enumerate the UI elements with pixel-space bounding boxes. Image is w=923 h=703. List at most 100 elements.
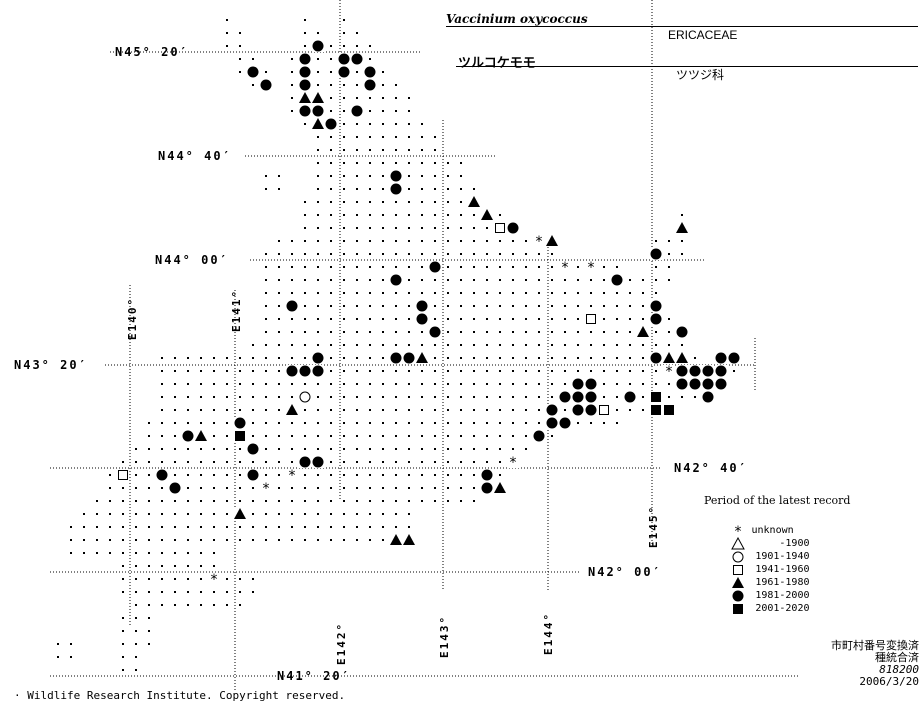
mesh-dot <box>291 97 293 99</box>
mesh-dot <box>135 565 137 567</box>
mesh-dot <box>317 32 319 34</box>
mesh-dot <box>343 214 345 216</box>
mesh-dot <box>135 474 137 476</box>
mesh-dot <box>330 474 332 476</box>
mesh-dot <box>369 227 371 229</box>
mesh-dot <box>434 357 436 359</box>
mesh-dot <box>304 474 306 476</box>
record-1981-2000 <box>676 378 688 390</box>
mesh-dot <box>616 396 618 398</box>
record-1981-2000 <box>351 53 363 65</box>
mesh-dot <box>395 305 397 307</box>
mesh-dot <box>278 513 280 515</box>
mesh-dot <box>616 409 618 411</box>
mesh-dot <box>330 97 332 99</box>
mesh-dot <box>408 279 410 281</box>
mesh-dot <box>421 175 423 177</box>
mesh-dot <box>239 474 241 476</box>
mesh-dot <box>200 591 202 593</box>
mesh-dot <box>408 383 410 385</box>
mesh-dot <box>655 344 657 346</box>
mesh-dot <box>343 227 345 229</box>
mesh-dot <box>330 266 332 268</box>
mesh-dot <box>382 513 384 515</box>
mesh-dot <box>343 97 345 99</box>
mesh-dot <box>408 305 410 307</box>
latitude-label: N43° 20′ <box>14 358 88 372</box>
mesh-dot <box>122 656 124 658</box>
mesh-dot <box>577 357 579 359</box>
legend-item: * unknown <box>728 524 850 537</box>
mesh-dot <box>486 318 488 320</box>
mesh-dot <box>226 357 228 359</box>
mesh-dot <box>408 149 410 151</box>
mesh-dot <box>408 162 410 164</box>
mesh-dot <box>629 344 631 346</box>
mesh-dot <box>343 240 345 242</box>
mesh-dot <box>486 305 488 307</box>
mesh-dot <box>343 539 345 541</box>
mesh-dot <box>109 513 111 515</box>
mesh-dot <box>317 318 319 320</box>
mesh-dot <box>343 136 345 138</box>
mesh-dot <box>486 344 488 346</box>
mesh-dot <box>551 396 553 398</box>
mesh-dot <box>434 409 436 411</box>
mesh-dot <box>616 266 618 268</box>
mesh-dot <box>434 344 436 346</box>
mesh-dot <box>278 292 280 294</box>
mesh-dot <box>356 318 358 320</box>
mesh-dot <box>356 435 358 437</box>
mesh-dot <box>252 461 254 463</box>
mesh-dot <box>408 175 410 177</box>
mesh-dot <box>369 253 371 255</box>
mesh-dot <box>343 201 345 203</box>
mesh-dot <box>408 461 410 463</box>
mesh-dot <box>382 201 384 203</box>
mesh-dot <box>252 383 254 385</box>
mesh-dot <box>265 188 267 190</box>
mesh-dot <box>109 526 111 528</box>
mesh-dot <box>356 292 358 294</box>
mesh-dot <box>538 396 540 398</box>
mesh-dot <box>291 344 293 346</box>
mesh-dot <box>278 487 280 489</box>
mesh-dot <box>681 214 683 216</box>
mesh-dot <box>343 292 345 294</box>
mesh-dot <box>252 357 254 359</box>
mesh-dot <box>343 487 345 489</box>
mesh-dot <box>135 500 137 502</box>
mesh-dot <box>213 370 215 372</box>
record-1981-2000 <box>559 391 571 403</box>
mesh-dot <box>369 539 371 541</box>
mesh-dot <box>96 513 98 515</box>
mesh-dot <box>239 526 241 528</box>
mesh-dot <box>122 539 124 541</box>
record-1981-2000 <box>715 378 727 390</box>
mesh-dot <box>174 396 176 398</box>
mesh-dot <box>122 461 124 463</box>
mesh-dot <box>356 32 358 34</box>
mesh-dot <box>239 591 241 593</box>
mesh-dot <box>239 45 241 47</box>
mesh-dot <box>226 409 228 411</box>
mesh-dot <box>434 474 436 476</box>
mesh-dot <box>187 539 189 541</box>
mesh-dot <box>577 279 579 281</box>
mesh-dot <box>304 344 306 346</box>
mesh-dot <box>161 448 163 450</box>
mesh-dot <box>421 448 423 450</box>
mesh-dot <box>278 461 280 463</box>
mesh-dot <box>564 292 566 294</box>
mesh-dot <box>343 162 345 164</box>
mesh-dot <box>525 409 527 411</box>
mesh-dot <box>434 448 436 450</box>
longitude-label: E144° <box>542 612 555 655</box>
mesh-dot <box>343 188 345 190</box>
mesh-dot <box>395 253 397 255</box>
mesh-dot <box>434 279 436 281</box>
legend-item: 2001-2020 <box>728 602 850 615</box>
mesh-dot <box>369 513 371 515</box>
mesh-dot <box>343 461 345 463</box>
mesh-dot <box>499 396 501 398</box>
